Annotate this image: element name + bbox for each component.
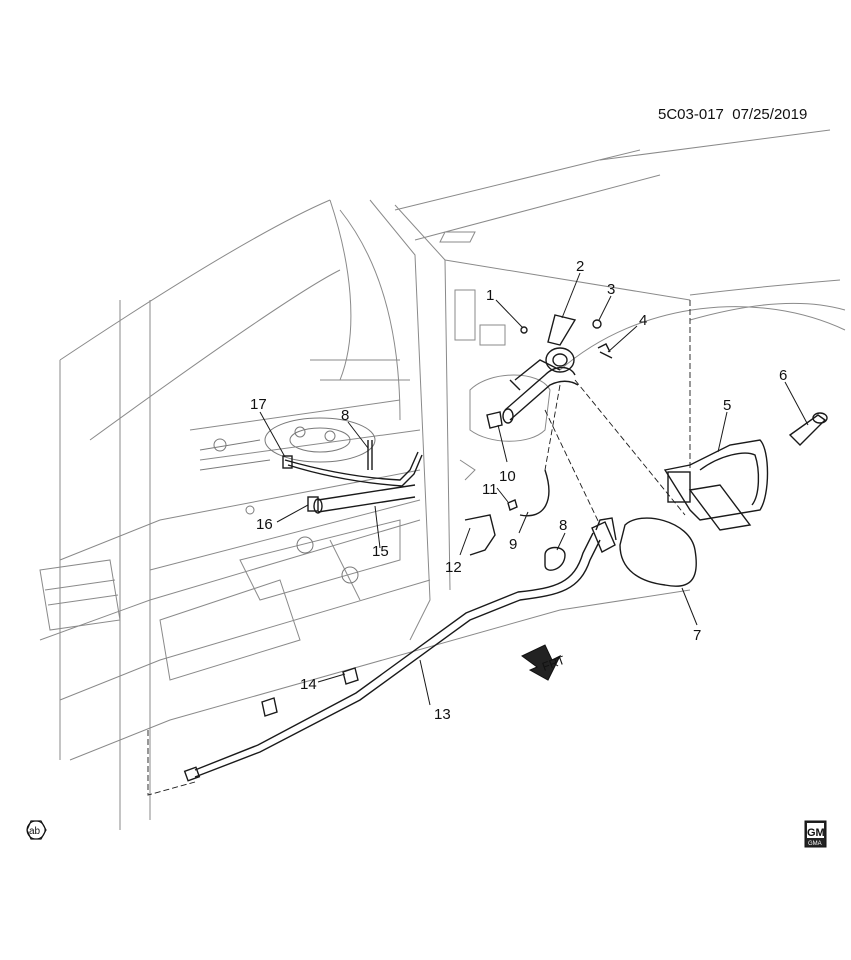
bracket-12 <box>464 514 496 556</box>
cable-9 <box>519 469 550 517</box>
callout-3: 3 <box>607 281 615 298</box>
parts <box>183 314 828 782</box>
callout-13: 13 <box>434 706 451 723</box>
ab-badge: ab <box>26 820 47 840</box>
callout-leaders <box>259 272 809 706</box>
callout-8-lower: 8 <box>559 517 567 534</box>
callout-12: 12 <box>445 559 462 576</box>
gm-logo: GM GMA <box>804 820 827 848</box>
fill-hose-13 <box>194 539 601 778</box>
clip-14b <box>261 697 278 717</box>
callout-6: 6 <box>779 367 787 384</box>
ab-badge-text: ab <box>29 826 41 837</box>
fuel-tank-area <box>199 417 376 584</box>
bolt-11 <box>507 499 518 511</box>
clip-1 <box>520 326 528 334</box>
fuel-door-7 <box>619 517 697 587</box>
callout-2: 2 <box>576 258 584 275</box>
bracket-2 <box>547 314 577 346</box>
hose-end-fitting <box>183 766 201 782</box>
callout-16: 16 <box>256 516 273 533</box>
diagram-header: 5C03-017 07/25/2019 <box>658 106 807 123</box>
callout-11: 11 <box>482 481 498 498</box>
callout-8-upper: 8 <box>341 407 349 424</box>
line-17 <box>284 451 419 481</box>
nut-3 <box>592 319 602 329</box>
stud-8-top <box>367 440 373 470</box>
bolt-4 <box>597 343 613 359</box>
hose-connector <box>591 521 616 553</box>
callout-15: 15 <box>372 543 389 560</box>
callout-9: 9 <box>509 536 517 553</box>
fuel-cap-6 <box>788 414 827 446</box>
callout-labels: 1 2 3 4 5 6 7 8 9 10 11 12 13 14 15 16 1… <box>250 258 787 723</box>
front-direction-arrow: FRT <box>521 644 567 681</box>
clamp-16 <box>307 496 319 512</box>
diagram-date: 07/25/2019 <box>732 106 808 123</box>
vent-tube-15 <box>317 484 416 513</box>
leader-dashes <box>147 300 691 796</box>
callout-17: 17 <box>250 396 267 413</box>
seal-8 <box>544 546 566 571</box>
clip-10 <box>486 411 503 429</box>
callout-4: 4 <box>639 312 647 329</box>
gm-logo-top: GM <box>807 827 825 839</box>
vehicle-body-outline <box>39 129 846 830</box>
gm-logo-bottom: GMA <box>808 841 822 847</box>
filler-cap-housing <box>545 347 575 373</box>
filler-neck <box>504 366 576 411</box>
diagram-code: 5C03-017 <box>658 106 724 123</box>
callout-14: 14 <box>300 676 317 693</box>
callout-5: 5 <box>723 397 731 414</box>
fuel-door-housing-5 <box>663 439 769 521</box>
clip-14a <box>342 667 359 685</box>
callout-10: 10 <box>499 468 516 485</box>
callout-1: 1 <box>486 287 494 304</box>
callout-7: 7 <box>693 627 701 644</box>
